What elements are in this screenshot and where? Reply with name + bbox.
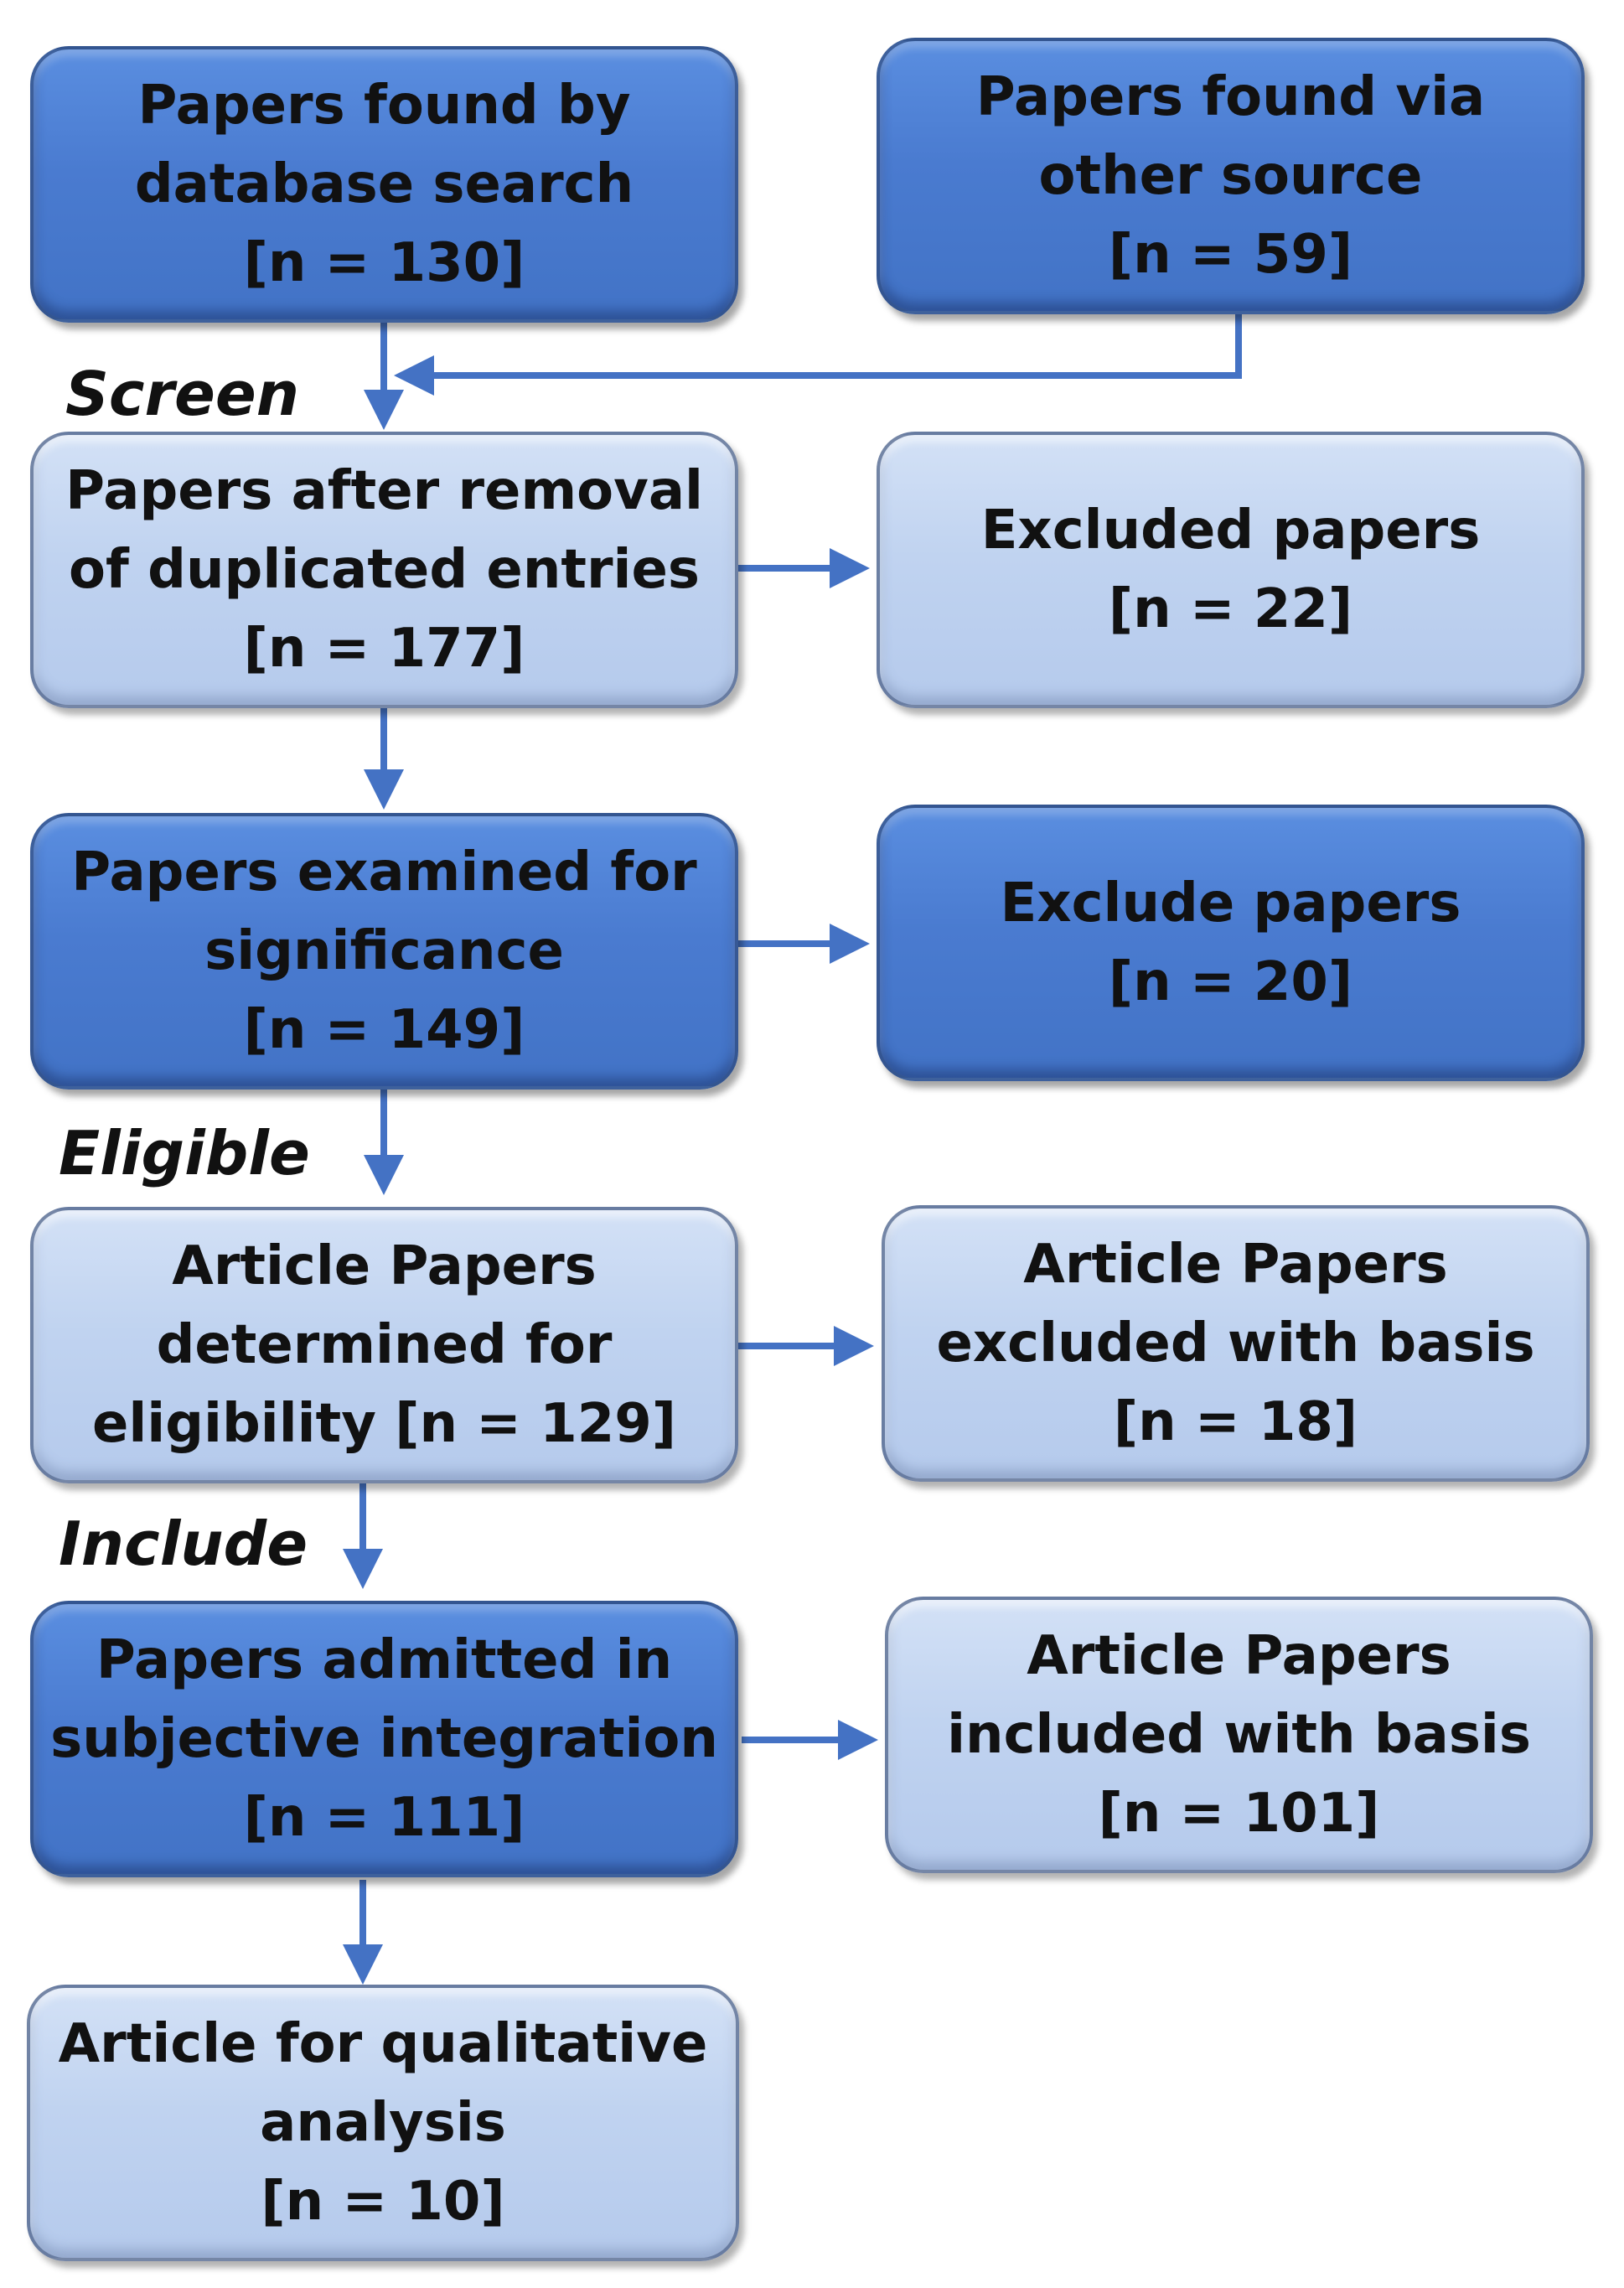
box-admitted-subjective-integration: Papers admitted in subjective integratio… <box>30 1601 738 1877</box>
box-papers-examined-significance: Papers examined for significance [n = 14… <box>30 813 738 1090</box>
box-papers-found-database: Papers found by database search [n = 130… <box>30 46 738 323</box>
box-line: Article Papers <box>1023 1234 1448 1296</box>
box-line: Exclude papers <box>1000 872 1461 934</box>
box-line: Papers found via <box>975 66 1486 128</box>
box-line: [n = 59] <box>1108 224 1353 286</box>
box-line: subjective integration <box>50 1708 718 1770</box>
box-line: Papers examined for <box>71 841 697 903</box>
box-line: Excluded papers <box>980 500 1481 562</box>
box-line: Article for qualitative <box>58 2013 708 2075</box>
box-papers-found-other-source: Papers found via other source [n = 59] <box>877 38 1585 314</box>
box-line: [n = 111] <box>243 1787 525 1849</box>
box-line: [n = 177] <box>243 618 525 680</box>
arrow-other-source-merge <box>394 314 1242 396</box>
box-line: [n = 149] <box>243 999 525 1061</box>
box-line: of duplicated entries <box>69 539 700 601</box>
box-line: determined for <box>156 1314 613 1376</box>
box-determined-eligibility: Article Papers determined for eligibilit… <box>30 1207 738 1483</box>
stage-label-screen: Screen <box>65 359 299 429</box>
box-line: eligibility [n = 129] <box>91 1393 677 1455</box>
box-line: included with basis <box>947 1704 1531 1766</box>
box-qualitative-analysis: Article for qualitative analysis [n = 10… <box>27 1985 739 2261</box>
box-line: significance <box>204 920 564 982</box>
box-exclude-papers-20: Exclude papers [n = 20] <box>877 805 1585 1081</box>
box-line: Papers admitted in <box>96 1629 673 1691</box>
box-line: analysis <box>260 2092 506 2154</box>
box-line: Article Papers <box>1027 1625 1451 1687</box>
box-papers-after-removal: Papers after removal of duplicated entri… <box>30 432 738 708</box>
box-line: [n = 10] <box>261 2171 505 2233</box>
box-line: [n = 20] <box>1108 951 1353 1013</box>
box-line: [n = 22] <box>1108 578 1353 640</box>
box-excluded-papers-22: Excluded papers [n = 22] <box>877 432 1585 708</box>
box-included-with-basis: Article Papers included with basis [n = … <box>885 1597 1593 1873</box>
box-line: other source <box>1038 145 1423 207</box>
box-line: excluded with basis <box>936 1312 1535 1374</box>
box-line: Article Papers <box>172 1235 597 1297</box>
box-line: [n = 130] <box>243 232 525 294</box>
stage-label-include: Include <box>59 1509 308 1579</box>
box-excluded-with-basis: Article Papers excluded with basis [n = … <box>882 1205 1590 1482</box>
box-line: Papers found by <box>137 75 631 137</box>
box-line: Papers after removal <box>65 460 703 522</box>
stage-label-eligible: Eligible <box>59 1118 310 1188</box>
box-line: [n = 101] <box>1098 1783 1380 1845</box>
box-line: [n = 18] <box>1113 1391 1358 1453</box>
box-line: database search <box>134 153 634 215</box>
